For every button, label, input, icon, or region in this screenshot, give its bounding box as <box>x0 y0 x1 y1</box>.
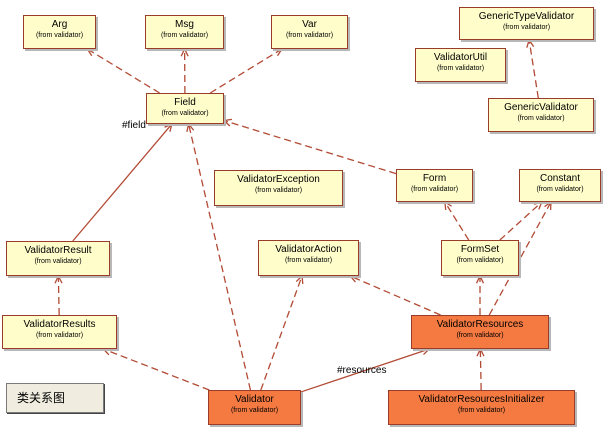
arrowhead <box>222 118 233 127</box>
arrowhead <box>444 200 452 211</box>
arrowhead <box>476 347 485 357</box>
arrowhead <box>186 122 195 132</box>
relation-field-to-arg <box>86 48 160 94</box>
class-name: GenericTypeValidator <box>478 11 575 22</box>
class-validator-resources-initializer[interactable]: ValidatorResourcesInitializer (from vali… <box>388 390 575 425</box>
class-validator-action[interactable]: ValidatorAction (from validator) <box>258 240 359 276</box>
class-validator-results[interactable]: ValidatorResults (from validator) <box>2 315 117 349</box>
class-name: ValidatorResults <box>23 319 96 330</box>
class-package: (from validator) <box>34 258 82 265</box>
class-form[interactable]: Form (from validator) <box>396 169 473 202</box>
relation-form-set-to-constant <box>499 200 543 241</box>
relation-validator-result-to-field <box>72 122 173 242</box>
arrowhead <box>533 200 543 210</box>
arrowhead <box>164 122 173 132</box>
class-var[interactable]: Var (from validator) <box>271 15 348 49</box>
arrowhead <box>526 38 535 48</box>
class-package: (from validator) <box>284 257 333 264</box>
class-package: (from validator) <box>517 115 565 122</box>
relation-validator-to-validator-results <box>102 347 210 391</box>
class-name: Form <box>422 173 447 184</box>
diagram-caption: 类关系图 <box>6 383 104 413</box>
class-package: (from validator) <box>410 186 459 193</box>
arrowhead <box>102 347 112 356</box>
class-package: (from validator) <box>457 407 506 414</box>
class-package: (from validator) <box>456 257 504 264</box>
class-arg[interactable]: Arg (from validator) <box>23 15 96 49</box>
class-field[interactable]: Field (from validator) <box>146 93 224 124</box>
relation-validator-to-field <box>186 122 252 391</box>
class-name: Arg <box>51 19 68 30</box>
class-validator-result[interactable]: ValidatorResult (from validator) <box>6 241 110 276</box>
relation-form-set-to-form <box>444 200 470 241</box>
class-name: ValidatorResources <box>436 319 524 330</box>
class-name: Field <box>174 97 196 108</box>
relation-form-to-field <box>222 118 397 175</box>
class-generic-type-validator[interactable]: GenericTypeValidator (from validator) <box>459 7 594 40</box>
class-package: (from validator) <box>35 32 84 39</box>
class-name: Constant <box>539 173 581 184</box>
relation-field-to-msg <box>180 47 189 94</box>
arrowhead <box>86 48 96 57</box>
role-label-field: #field <box>122 120 146 131</box>
class-validator-util[interactable]: ValidatorUtil (from validator) <box>415 48 506 82</box>
relation-validator-to-validator-action <box>260 274 304 391</box>
class-name: ValidatorResult <box>24 245 92 256</box>
class-name: Msg <box>175 19 194 30</box>
relation-generic-validator-to-generic-type-validator <box>526 38 539 99</box>
relation-validator-resources-to-constant <box>488 200 552 316</box>
class-msg[interactable]: Msg (from validator) <box>145 15 224 49</box>
class-validator[interactable]: Validator (from validator) <box>208 390 301 425</box>
class-name: ValidatorException <box>237 174 320 185</box>
class-name: GenericValidator <box>504 102 578 113</box>
class-validator-resources[interactable]: ValidatorResources (from validator) <box>411 315 549 349</box>
class-package: (from validator) <box>35 332 84 339</box>
class-name: FormSet <box>460 244 500 255</box>
class-generic-validator[interactable]: GenericValidator (from validator) <box>488 98 594 132</box>
relation-validator-resources-to-validator-action <box>348 275 441 316</box>
class-package: (from validator) <box>436 65 485 72</box>
class-form-set[interactable]: FormSet (from validator) <box>441 240 519 276</box>
arrowhead <box>54 274 63 284</box>
arrowhead <box>295 274 304 285</box>
relation-field-to-var <box>209 48 284 94</box>
class-package: (from validator) <box>536 186 584 193</box>
class-package: (from validator) <box>502 24 551 31</box>
arrowhead <box>273 48 284 57</box>
class-name: ValidatorAction <box>275 244 342 255</box>
class-validator-exception[interactable]: ValidatorException (from validator) <box>214 170 343 206</box>
class-package: (from validator) <box>285 32 334 39</box>
class-package: (from validator) <box>230 407 279 414</box>
class-package: (from validator) <box>161 110 209 117</box>
class-package: (from validator) <box>160 32 209 39</box>
class-package: (from validator) <box>456 332 504 339</box>
relation-validator-resources-to-form-set <box>475 274 485 315</box>
role-label-resources: #resources <box>337 365 387 376</box>
class-constant[interactable]: Constant (from validator) <box>519 169 601 202</box>
class-name: Var <box>302 19 317 30</box>
relation-validator-results-to-validator-result <box>54 274 63 316</box>
arrowhead <box>544 200 552 211</box>
class-name: ValidatorUtil <box>433 52 488 63</box>
class-name: ValidatorResourcesInitializer <box>418 394 545 405</box>
arrowhead <box>475 274 485 284</box>
class-name: Validator <box>235 394 274 405</box>
arrowhead <box>180 47 189 57</box>
class-package: (from validator) <box>254 187 303 194</box>
relation-validator-resources-initializer-to-validator-resources <box>476 347 485 391</box>
